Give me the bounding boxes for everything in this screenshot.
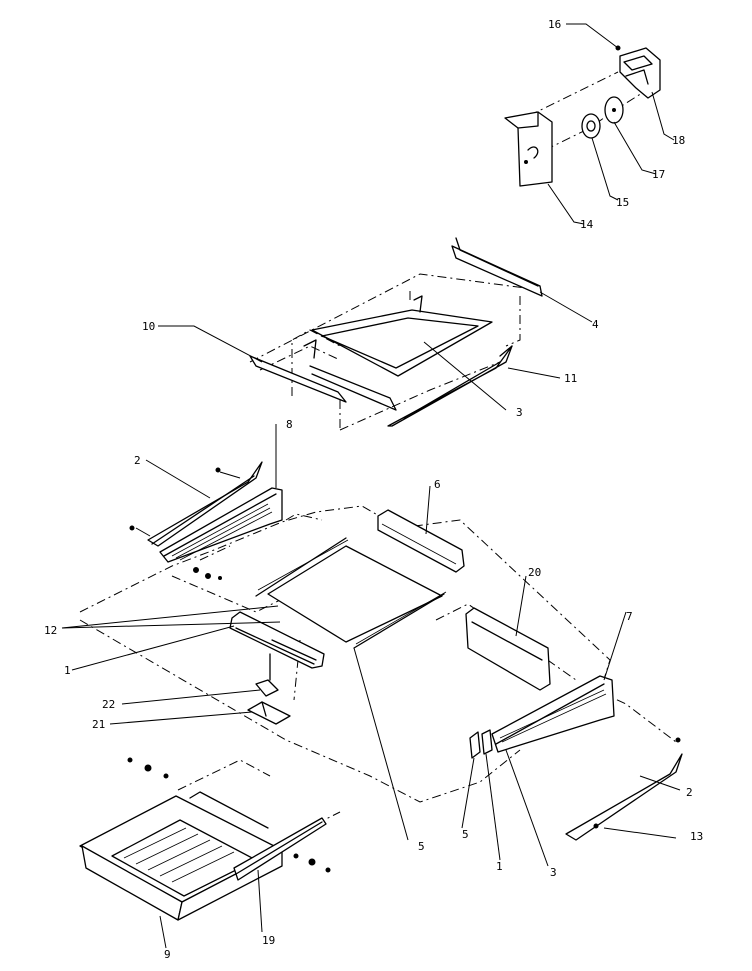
part-6-rear-trim [377,509,465,573]
callout-5-left: 5 [462,828,469,841]
part-1-front-trim [229,611,325,669]
part-18-cap [619,47,661,99]
callout-1-right: 1 [496,860,503,873]
middle-shelf-assembly [79,461,683,841]
part-21-bracket [247,701,291,725]
callout-20: 20 [528,566,541,579]
callout-16: 16 [548,18,561,31]
callout-6: 6 [434,478,441,491]
part-22-bracket [255,679,279,697]
bracket-assembly [504,45,661,187]
part-12-glass-shelf [267,545,443,643]
leader-lines [61,23,681,949]
part-11-side-rail [387,345,513,427]
part-20-trim [465,607,551,691]
callout-10: 10 [142,320,155,333]
part-10-front-trim [249,355,347,403]
part-3-glass-shelf [311,309,493,377]
callout-11: 11 [564,372,577,385]
callout-21: 21 [92,718,105,731]
callout-14: 14 [580,218,594,231]
callout-4: 4 [592,318,599,331]
callout-15: 15 [616,196,629,209]
callout-12: 12 [44,624,57,637]
part-9-drawer [79,795,283,903]
part-15-washer [581,113,601,139]
upper-shelf-assembly [249,237,543,431]
callout-18: 18 [672,134,685,147]
callout-labels: 16 18 17 15 14 4 10 11 3 8 2 6 20 12 1 7… [44,18,703,961]
part-7-right-support [491,675,615,753]
callout-8: 8 [286,418,293,431]
callout-22: 22 [102,698,115,711]
part-1-clip [481,729,493,755]
callout-19: 19 [262,934,275,947]
crisper-drawer-assembly [79,757,341,921]
callout-2-left: 2 [134,454,141,467]
callout-7: 7 [626,610,633,623]
callout-17: 17 [652,168,665,181]
callout-13: 13 [690,830,703,843]
callout-3-bottom: 3 [550,866,557,879]
part-2-right-slide-rail [565,753,683,841]
callout-1-left: 1 [64,664,71,677]
callout-3-top: 3 [516,406,523,419]
part-4-rear-rail [451,245,543,297]
part-5-clip [469,731,481,759]
callout-5-mid: 5 [418,840,425,853]
callout-2-right: 2 [686,786,693,799]
callout-9: 9 [164,948,171,961]
